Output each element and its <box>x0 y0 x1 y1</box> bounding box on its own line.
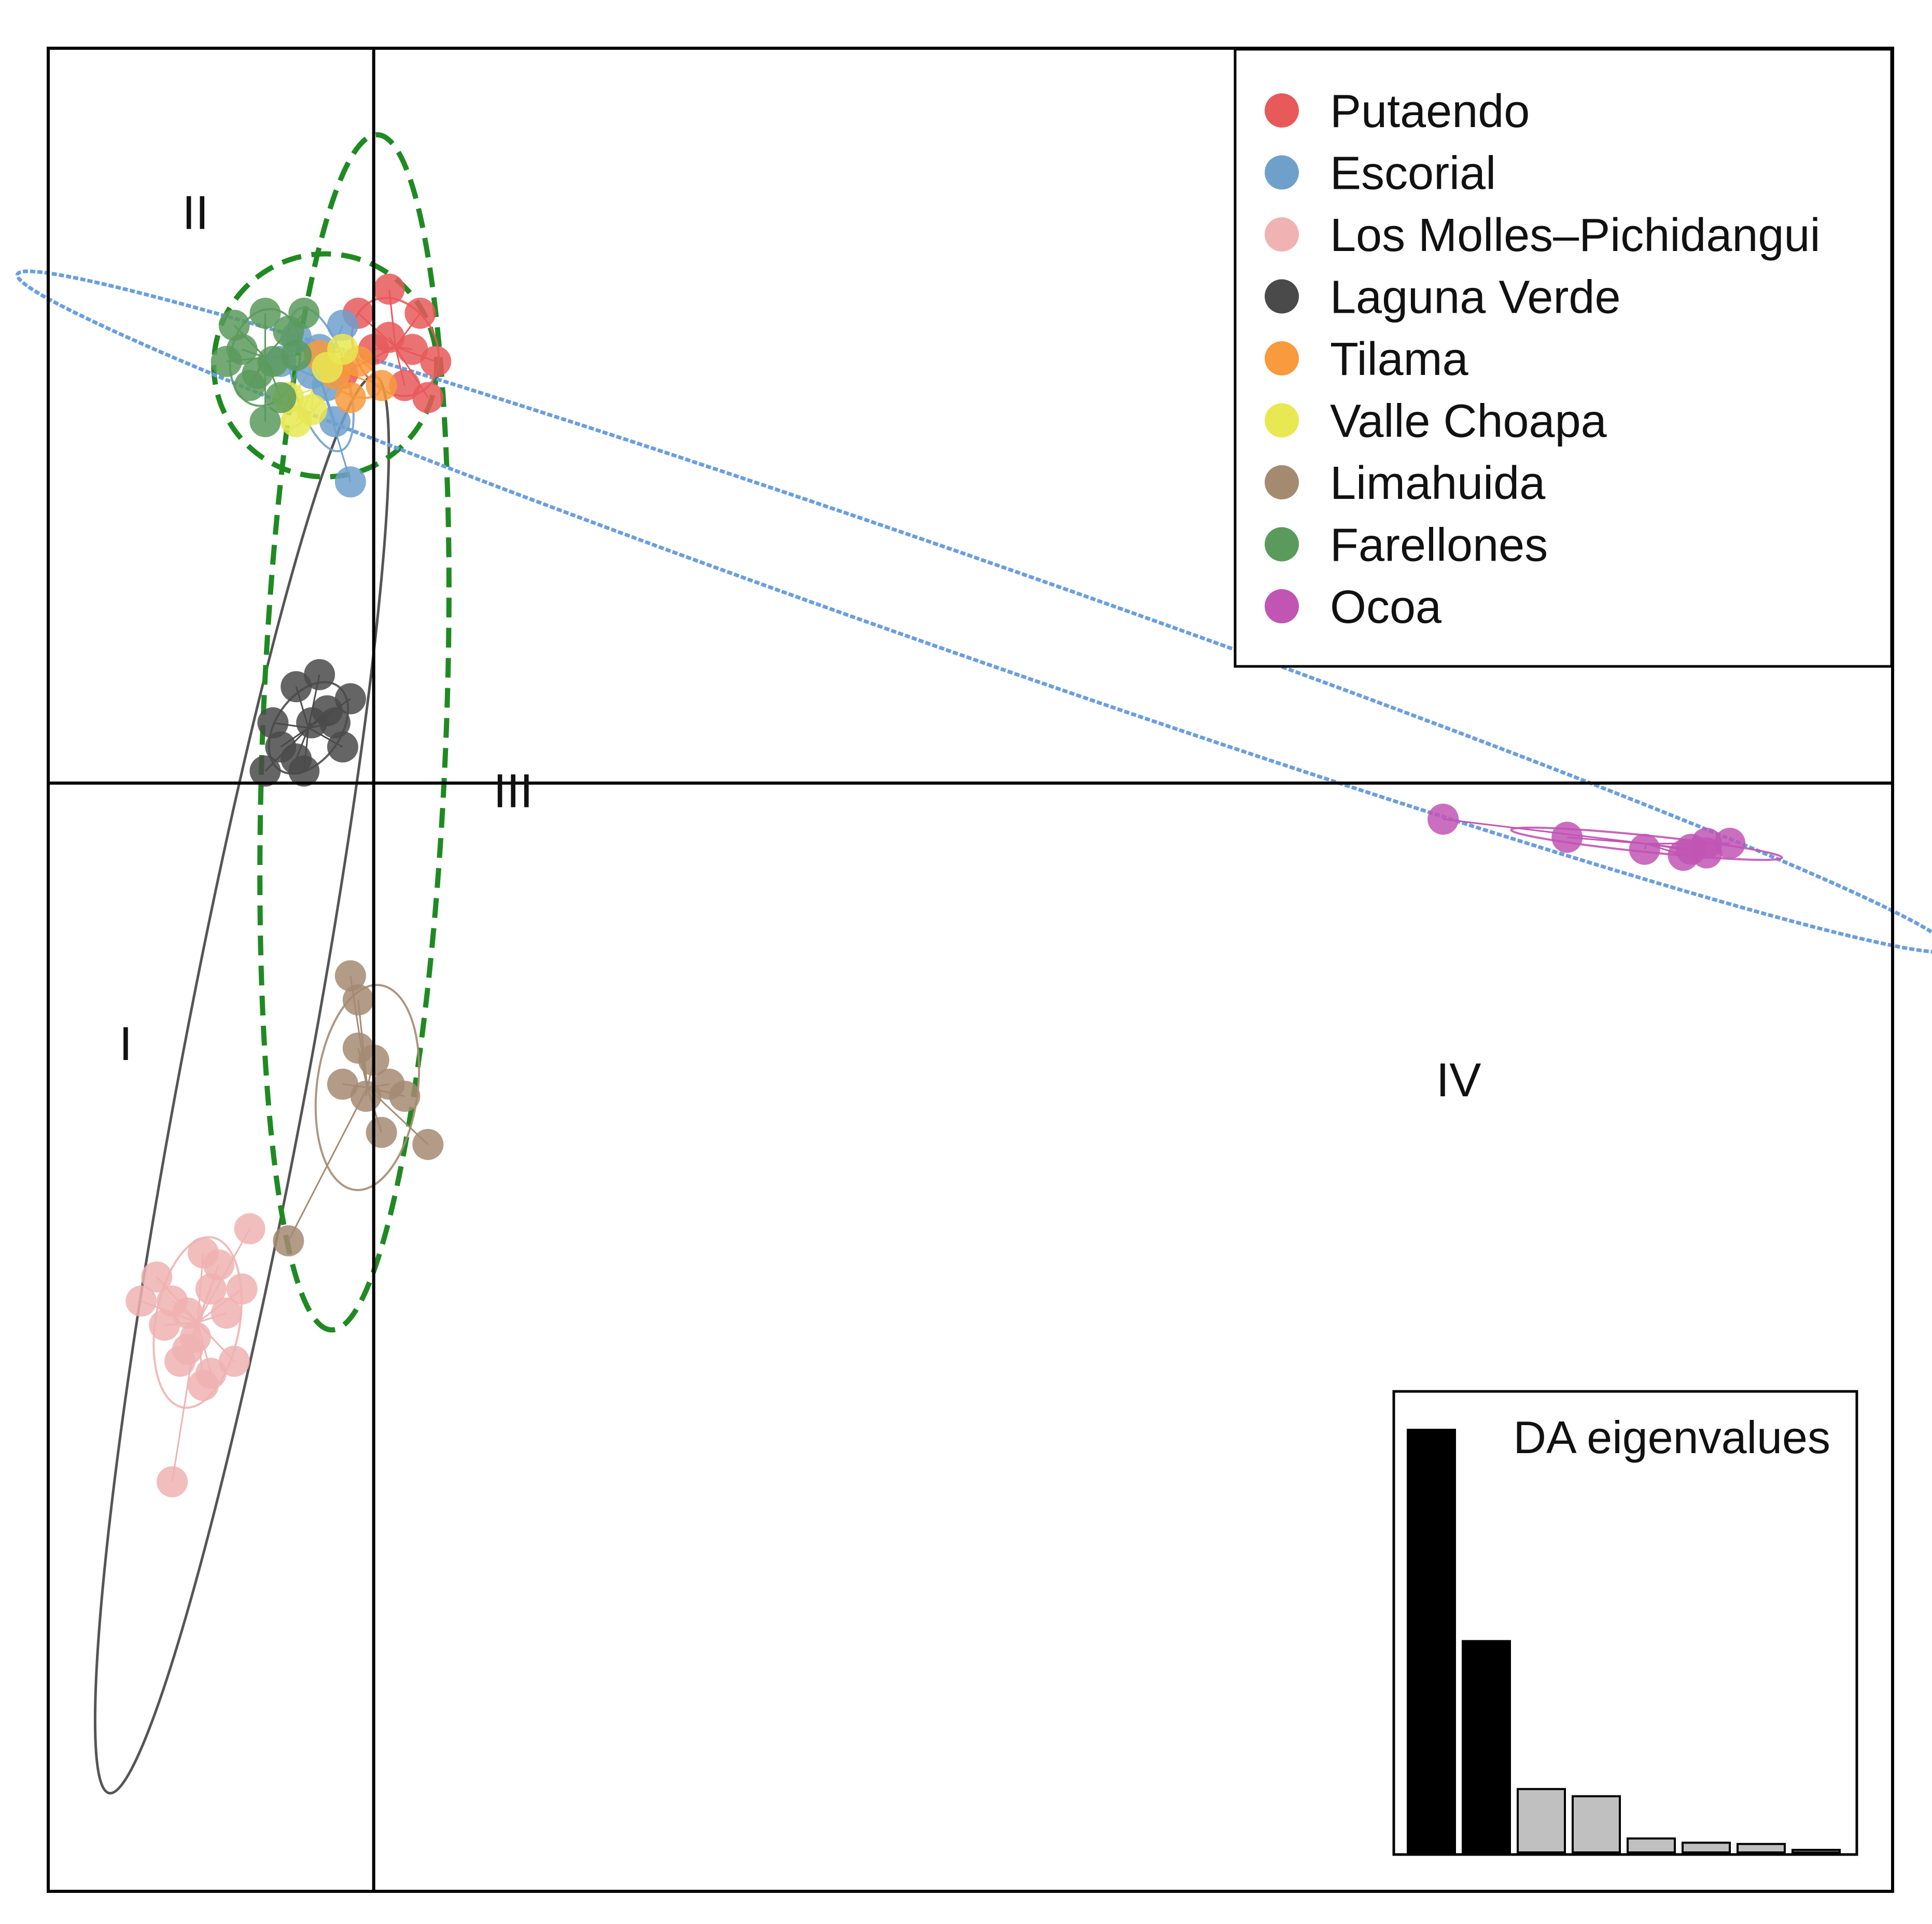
point-ocoa-1 <box>1551 821 1583 853</box>
point-farellones-8 <box>288 298 320 329</box>
eigenvalue-bar-1 <box>1407 1429 1456 1853</box>
point-putaendo-2 <box>420 345 452 377</box>
legend-marker-farellones <box>1265 527 1299 562</box>
point-laguna-verde-2 <box>281 671 312 703</box>
eigenvalue-bar-6 <box>1682 1842 1731 1853</box>
point-tilama-4 <box>334 382 366 413</box>
point-escorial-4 <box>334 466 366 498</box>
point-farellones-9 <box>249 406 281 438</box>
point-los-molles-pichidangui-17 <box>226 1273 258 1305</box>
eigenvalue-bar-2 <box>1462 1640 1511 1853</box>
point-ocoa-0 <box>1427 803 1459 835</box>
point-los-molles-pichidangui-12 <box>172 1333 204 1365</box>
point-limahuida-0 <box>334 960 366 992</box>
legend-label-farellones: Farellones <box>1330 520 1548 571</box>
legend-label-valle-choapa: Valle Choapa <box>1330 396 1607 448</box>
point-tilama-2 <box>366 370 397 401</box>
spoke-limahuida-6 <box>287 1087 368 1242</box>
point-farellones-0 <box>249 298 281 329</box>
legend-label-putaendo: Putaendo <box>1330 86 1530 137</box>
point-los-molles-pichidangui-15 <box>141 1261 173 1293</box>
data-points <box>125 273 1746 1498</box>
point-los-molles-pichidangui-6 <box>203 1249 234 1281</box>
point-farellones-6 <box>242 358 273 389</box>
legend-label-ocoa: Ocoa <box>1330 581 1442 633</box>
group-label-iv: IV <box>1436 1054 1481 1107</box>
point-limahuida-9 <box>327 1068 358 1100</box>
point-farellones-5 <box>218 310 250 341</box>
point-laguna-verde-5 <box>249 755 281 787</box>
point-laguna-verde-9 <box>334 683 366 715</box>
point-los-molles-pichidangui-9 <box>218 1345 250 1377</box>
point-laguna-verde-11 <box>281 743 312 775</box>
eigenvalue-bar-7 <box>1737 1843 1786 1853</box>
legend-marker-los-molles-pichidangui <box>1265 217 1299 252</box>
point-ocoa-6 <box>1668 840 1699 871</box>
point-los-molles-pichidangui-7 <box>172 1298 204 1329</box>
eigenvalue-bar-5 <box>1627 1837 1676 1853</box>
point-limahuida-7 <box>342 1032 374 1064</box>
point-limahuida-1 <box>342 984 374 1016</box>
group-label-iii: III <box>493 764 533 817</box>
legend-label-escorial: Escorial <box>1330 148 1496 200</box>
legend-marker-ocoa <box>1265 589 1299 623</box>
point-laguna-verde-4 <box>327 731 358 763</box>
point-valle-choapa-3 <box>281 406 312 438</box>
point-los-molles-pichidangui-10 <box>125 1285 157 1317</box>
point-ocoa-2 <box>1629 833 1660 865</box>
point-ocoa-5 <box>1691 837 1723 869</box>
point-los-molles-pichidangui-16 <box>195 1358 227 1389</box>
point-putaendo-1 <box>404 298 436 329</box>
group-envelope-iv <box>15 269 1932 954</box>
point-farellones-7 <box>265 382 297 413</box>
point-los-molles-pichidangui-11 <box>157 1466 188 1498</box>
point-putaendo-9 <box>397 333 428 365</box>
point-los-molles-pichidangui-5 <box>149 1309 180 1341</box>
point-limahuida-5 <box>412 1128 444 1160</box>
group-label-ii: II <box>182 186 208 239</box>
point-putaendo-0 <box>373 273 405 305</box>
legend-label-laguna-verde: Laguna Verde <box>1330 272 1621 324</box>
point-limahuida-10 <box>389 1080 421 1112</box>
eigenvalue-bar-8 <box>1791 1849 1841 1854</box>
legend-marker-valle-choapa <box>1265 403 1299 438</box>
point-putaendo-6 <box>412 382 444 413</box>
legend-label-los-molles-pichidangui: Los Molles–Pichidangui <box>1330 210 1821 261</box>
legend-marker-limahuida <box>1265 465 1299 499</box>
point-valle-choapa-4 <box>312 352 343 383</box>
legend-marker-putaendo <box>1265 93 1299 128</box>
point-los-molles-pichidangui-13 <box>234 1213 265 1245</box>
point-putaendo-3 <box>389 370 421 401</box>
point-laguna-verde-10 <box>257 707 289 738</box>
legend-label-limahuida: Limahuida <box>1330 457 1546 509</box>
point-limahuida-8 <box>366 1117 397 1148</box>
legend-label-tilama: Tilama <box>1330 333 1469 385</box>
legend-marker-laguna-verde <box>1265 279 1299 314</box>
point-laguna-verde-7 <box>304 659 335 690</box>
eigenvalue-bar-3 <box>1517 1788 1566 1853</box>
point-los-molles-pichidangui-14 <box>211 1298 242 1329</box>
point-escorial-2 <box>327 310 358 341</box>
point-limahuida-6 <box>273 1225 304 1257</box>
spoke-ocoa-0 <box>1443 818 1647 845</box>
legend-marker-tilama <box>1265 341 1299 375</box>
group-label-i: I <box>119 1017 133 1070</box>
point-laguna-verde-8 <box>319 707 351 738</box>
point-escorial-7 <box>319 406 351 438</box>
eigenvalue-bar-4 <box>1572 1795 1621 1853</box>
point-los-molles-pichidangui-4 <box>195 1273 227 1305</box>
point-farellones-10 <box>211 345 242 377</box>
point-ocoa-7 <box>1714 828 1746 859</box>
plot-frame <box>47 47 1894 1893</box>
inset-title: DA eigenvalues <box>1513 1412 1830 1463</box>
legend-box <box>1234 48 1893 668</box>
point-farellones-11 <box>281 340 312 371</box>
eigenvalue-inset: DA eigenvalues <box>1392 1390 1858 1856</box>
legend-marker-escorial <box>1265 155 1299 190</box>
